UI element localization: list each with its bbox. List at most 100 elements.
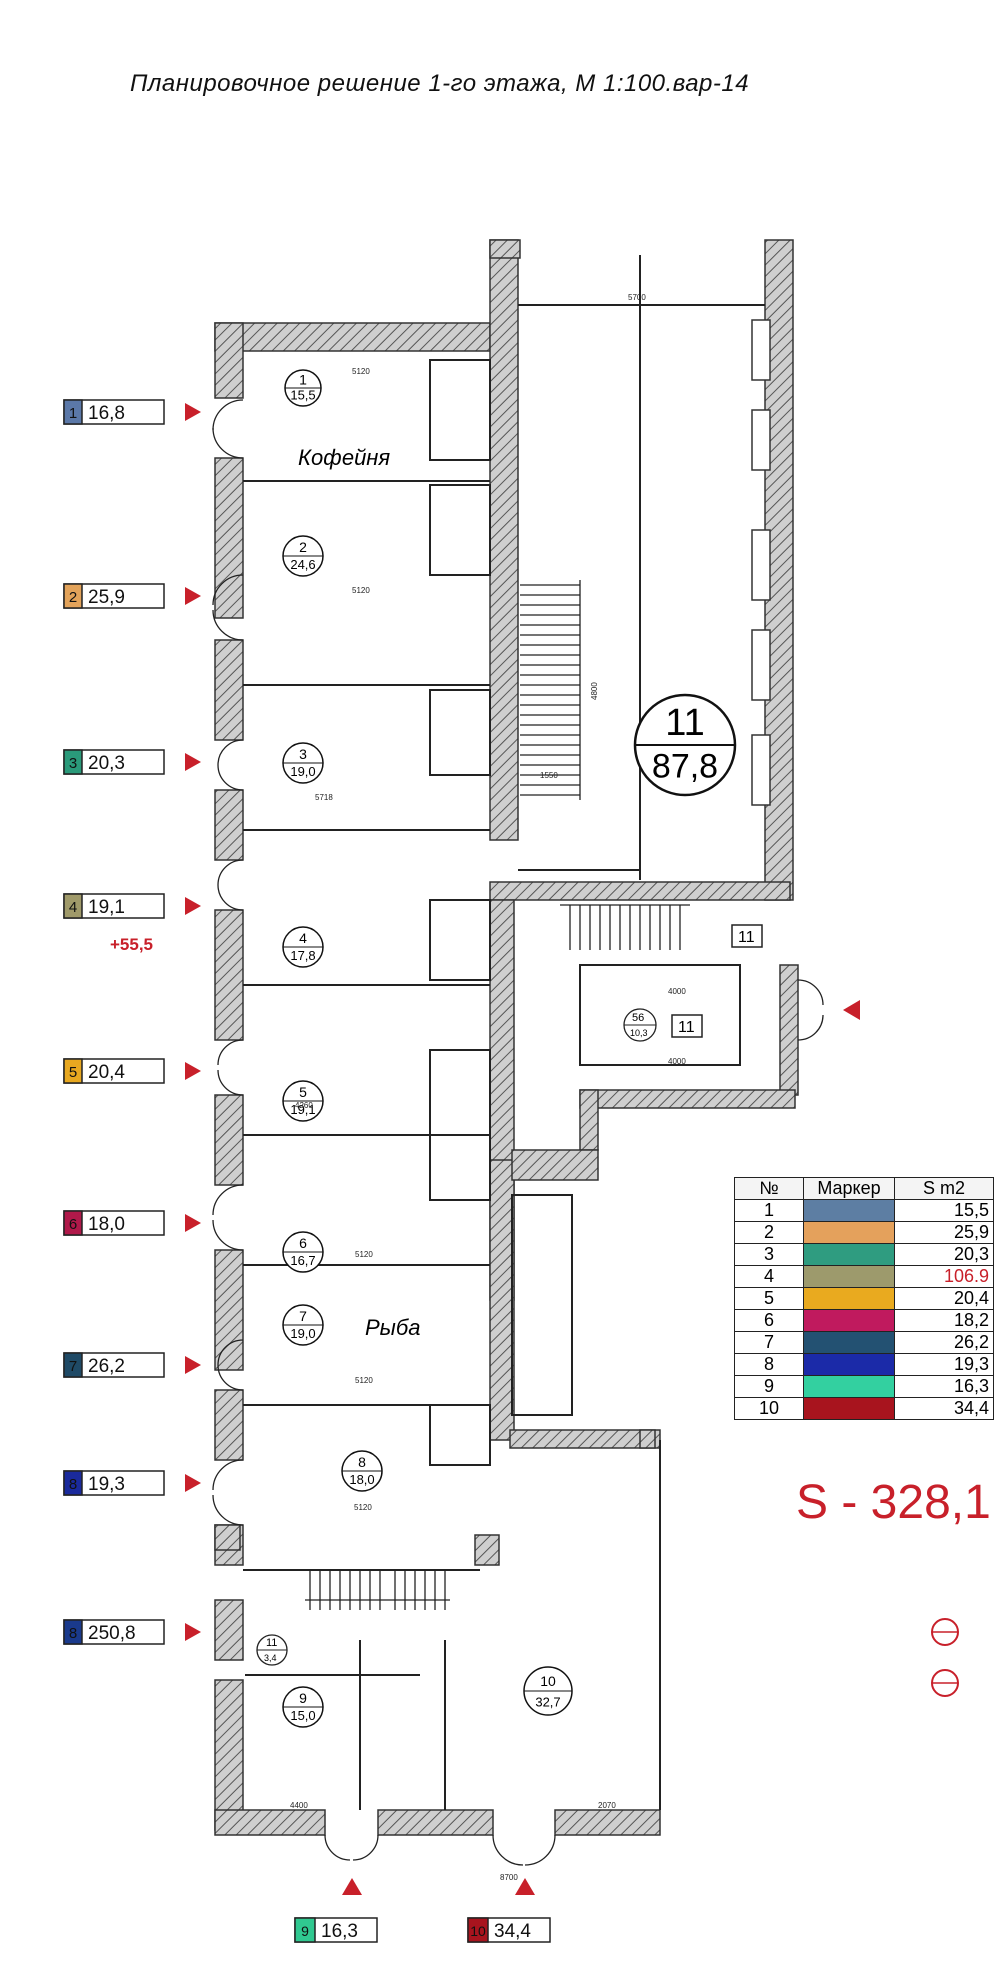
- legend-swatch: [804, 1398, 894, 1419]
- dim-label: 5120: [352, 367, 370, 376]
- marker-number: 9: [301, 1923, 309, 1939]
- marker-value: 250,8: [88, 1623, 136, 1644]
- marker-value: 25,9: [88, 587, 125, 608]
- tag-box: [731, 924, 763, 948]
- marker-swatch: [63, 1352, 83, 1378]
- room-label-8: 818,0: [341, 1450, 383, 1492]
- legend-swatch: [804, 1376, 894, 1397]
- entrance-arrow-lobby: [843, 1000, 860, 1020]
- room-number: 11: [665, 702, 704, 744]
- legend-color: [803, 1331, 895, 1354]
- marker-value: 20,3: [88, 753, 125, 774]
- room-label-4: 417,8: [282, 926, 324, 968]
- room-label-7: 719,0: [282, 1304, 324, 1346]
- legend-header-marker: Маркер: [803, 1177, 895, 1200]
- tag-stair-11: 11: [738, 929, 755, 946]
- legend-num: 8: [734, 1353, 804, 1376]
- dim-label: 4800: [590, 682, 599, 700]
- marker-number: 2: [69, 589, 77, 606]
- marker-swatch: [63, 1470, 83, 1496]
- marker-value: 18,0: [88, 1214, 125, 1235]
- entrance-arrow-9: [342, 1878, 362, 1895]
- stair-main: [520, 580, 581, 800]
- marker-swatch: [63, 893, 83, 919]
- legend-num: 10: [734, 1397, 804, 1420]
- marker-arrow: [185, 1214, 201, 1232]
- legend-num: 4: [734, 1265, 804, 1288]
- room-number: 4: [299, 930, 307, 946]
- room-label-11: 11 87,8: [633, 693, 737, 797]
- lobby-sub: 10,3: [630, 1028, 648, 1038]
- marker-arrow: [185, 1062, 201, 1080]
- room-area: 18,0: [349, 1472, 374, 1487]
- marker-arrow: [185, 1474, 201, 1492]
- legend-header-area: S m2: [894, 1177, 994, 1200]
- marker-swatch: [63, 1619, 83, 1645]
- total-area: S - 328,1: [796, 1476, 991, 1529]
- room-area: 19,0: [290, 764, 315, 779]
- dim-label: 5120: [355, 1250, 373, 1259]
- marker-value: 16,3: [321, 1921, 358, 1942]
- marker-arrow: [185, 587, 201, 605]
- dim-label: 5120: [354, 1503, 372, 1512]
- room-area: 19,0: [290, 1326, 315, 1341]
- dim-label: 4000: [668, 987, 686, 996]
- room-area: 15,5: [290, 388, 315, 403]
- marker-arrow: [185, 1356, 201, 1374]
- tag-lobby-11: 11: [678, 1019, 695, 1036]
- legend-swatch: [804, 1288, 894, 1309]
- room-area: 16,7: [290, 1253, 315, 1268]
- marker-arrow: [185, 897, 201, 915]
- legend-color: [803, 1221, 895, 1244]
- marker-swatch: [63, 399, 83, 425]
- marker-swatch: [63, 749, 83, 775]
- room-name-fish: Рыба: [365, 1315, 420, 1340]
- stair-sub: 3,4: [264, 1653, 277, 1663]
- marker-value: 20,4: [88, 1062, 125, 1083]
- plan-title: Планировочное решение 1-го этажа, М 1:10…: [130, 70, 750, 97]
- dim-label: 5120: [352, 586, 370, 595]
- lobby-num: 56: [632, 1012, 644, 1024]
- marker-swatch: [467, 1917, 489, 1943]
- room-area: 17,8: [290, 948, 315, 963]
- marker-arrow: [185, 1623, 201, 1641]
- room-area: 87,8: [652, 748, 718, 786]
- room-name-coffee: Кофейня: [298, 445, 390, 470]
- tag-box-lobby: [671, 1014, 703, 1038]
- legend-area: 15,5: [894, 1199, 994, 1222]
- marker-swatch: [63, 1210, 83, 1236]
- legend-num: 9: [734, 1375, 804, 1398]
- legend-swatch: [804, 1222, 894, 1243]
- legend-swatch: [804, 1354, 894, 1375]
- legend-area: 19,3: [894, 1353, 994, 1376]
- dim-label: 5120: [355, 1376, 373, 1385]
- marker-swatch: [63, 583, 83, 609]
- marker-value: 26,2: [88, 1356, 125, 1377]
- marker-value: 16,8: [88, 403, 125, 424]
- right-symbols: [931, 1618, 959, 1697]
- room-number: 1: [299, 371, 307, 387]
- legend-color: [803, 1287, 895, 1310]
- dim-label: 4400: [290, 1801, 308, 1810]
- legend-area: 16,3: [894, 1375, 994, 1398]
- room-label-2: 224,6: [282, 535, 324, 577]
- legend-color: [803, 1397, 895, 1420]
- legend-num: 6: [734, 1309, 804, 1332]
- dimension-labels: 5700 5120 5120 4800 1550 5718 4260 5120 …: [290, 293, 686, 1882]
- dim-label: 2070: [598, 1801, 616, 1810]
- legend-num: 1: [734, 1199, 804, 1222]
